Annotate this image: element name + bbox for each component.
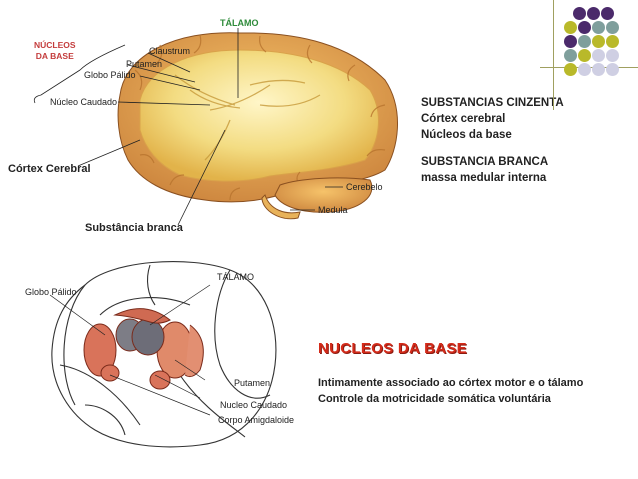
description-line: Intimamente associado ao córtex motor e … [318,377,584,389]
label-putamen-bottom: Putamen [234,378,271,388]
white-matter-title: SUBSTANCIA BRANCA [421,156,549,168]
decorative-dot [578,21,591,34]
decorative-dot [601,7,614,20]
white-matter-block: SUBSTANCIA BRANCA massa medular interna [421,154,548,186]
decorative-dot [578,63,591,76]
label-nucleo-caudado-top: Núcleo Caudado [50,97,118,107]
decorative-dot [606,63,619,76]
basal-ganglia-illustration [49,261,277,448]
decorative-dot [564,35,577,48]
label-corpo-amigdaloide: Corpo Amigdaloide [218,415,295,425]
label-cortex-cerebral: Córtex Cerebral [8,163,91,175]
white-matter-item: massa medular interna [421,172,547,184]
section-title: NUCLEOS DA BASE [318,340,467,357]
section-description: Intimamente associado ao córtex motor e … [318,375,583,407]
decorative-vertical-line [553,0,554,110]
label-cerebelo: Cerebelo [346,182,383,192]
decorative-dot [564,21,577,34]
decorative-dot [592,21,605,34]
gray-matter-block: SUBSTANCIAS CINZENTA Córtex cerebral Núc… [421,95,564,143]
label-substancia-branca: Substância branca [85,222,183,234]
decorative-dot [578,49,591,62]
decorative-dot [592,63,605,76]
gray-matter-item: Núcleos da base [421,129,512,141]
decorative-dot [592,49,605,62]
label-nucleos-da-base: NÚCLEOS DA BASE [34,40,76,61]
description-line: Controle da motricidade somática voluntá… [318,393,551,405]
decorative-dot [578,35,591,48]
gray-matter-title: SUBSTANCIAS CINZENTA [421,97,564,109]
label-putamen-top: Putamen [126,59,163,69]
brain-section-illustration [33,28,399,226]
label-medula: Medula [318,205,348,215]
label-globo-palido-bottom: Globo Pálido [25,287,77,297]
label-nucleo-caudado-bottom: Nucleo Caudado [220,400,288,410]
decorative-dot [606,21,619,34]
label-claustrum: Claustrum [149,46,191,56]
gray-matter-item: Córtex cerebral [421,113,506,125]
label-globo-palido-top: Globo Pálido [84,70,136,80]
decorative-dot [564,63,577,76]
label-talamo-top: TÁLAMO [220,18,259,28]
decorative-dot [587,7,600,20]
decorative-dot [573,7,586,20]
decorative-dot [592,35,605,48]
decorative-dot [564,49,577,62]
decorative-dot [606,49,619,62]
decorative-dot [606,35,619,48]
label-talamo-bottom: TÁLAMO [217,272,255,282]
